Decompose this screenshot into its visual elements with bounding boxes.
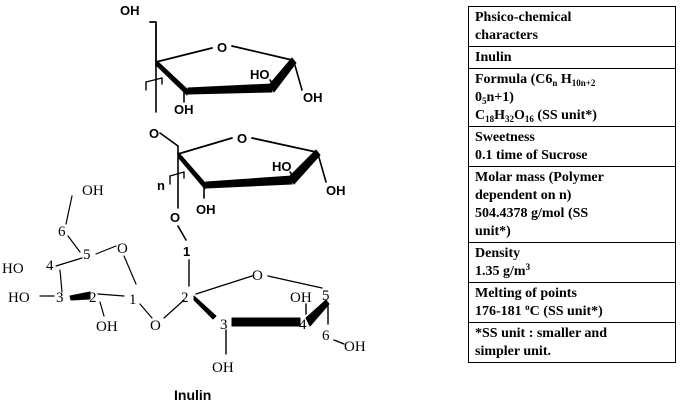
ss-h-sub: 32 bbox=[505, 114, 515, 124]
table-row: Molar mass (Polymer dependent on n) 504.… bbox=[468, 166, 676, 243]
pyranose-c4-label: 4 bbox=[46, 258, 54, 274]
formula-sub-n: n bbox=[552, 78, 558, 88]
formula-line-2: 05n+1) bbox=[475, 89, 670, 107]
table-row: Density 1.35 g/m3 bbox=[468, 242, 676, 283]
table-row: Sweetness 0.1 time of Sucrose bbox=[468, 126, 676, 167]
linker-oxygen-label: O bbox=[149, 126, 159, 141]
density-value-line: 1.35 g/m3 bbox=[475, 263, 670, 281]
fructose-furanose-ring: 2 O 5 3 4 OH OH 6 OH bbox=[181, 268, 366, 376]
compound-name: Inulin bbox=[475, 50, 512, 65]
inulin-structure-diagram: OH O HO OH OH O O HO OH OH n O 1 bbox=[2, 3, 366, 403]
table-row: Formula (C6n H10n+2 05n+1) C18H32O16 (SS… bbox=[468, 68, 676, 127]
pyranose-c6-label: 6 bbox=[58, 224, 66, 240]
molar-mass-line: Molar mass (Polymer bbox=[475, 170, 604, 185]
footnote-line: *SS unit : smaller and bbox=[475, 326, 607, 341]
o-link-label: O bbox=[170, 210, 180, 225]
furanose-c4-label: 4 bbox=[299, 317, 307, 333]
formula-ss-line: C18H32O16 (SS unit*) bbox=[475, 107, 670, 125]
pyranose-c3-label: 3 bbox=[56, 290, 64, 306]
furanose-c5-label: 5 bbox=[322, 288, 330, 304]
table-cell-molar-mass: Molar mass (Polymer dependent on n) 504.… bbox=[468, 166, 676, 243]
pyranose-ho-c4-label: HO bbox=[2, 261, 24, 277]
middle-ring-oxygen-label: O bbox=[237, 131, 247, 146]
middle-ring-ho-label: HO bbox=[272, 159, 292, 174]
density-value: 1.35 g/m bbox=[475, 264, 526, 279]
repeat-unit-n-label: n bbox=[157, 178, 165, 193]
top-furanose-ring: OH O HO OH OH bbox=[120, 3, 323, 117]
furanose-oh-c4-label: OH bbox=[290, 290, 312, 306]
formula-sub-h: 10n+2 bbox=[571, 78, 596, 88]
melting-unit: C (SS unit*) bbox=[529, 304, 603, 319]
physico-chemical-table: Phsico-chemical characters Inulin Formul… bbox=[468, 6, 676, 363]
pyranose-oh-top-label: OH bbox=[82, 183, 104, 199]
melting-value-line: 176-181 oC (SS unit*) bbox=[475, 303, 670, 321]
pyranose-c5-label: 5 bbox=[83, 247, 91, 263]
footnote-line: simpler unit. bbox=[475, 344, 551, 359]
formula-prefix: Formula (C6 bbox=[475, 72, 553, 87]
molar-mass-line: unit*) bbox=[475, 224, 511, 239]
ss-h: H bbox=[494, 108, 506, 123]
furanose-c2-label: 2 bbox=[181, 290, 189, 306]
table-cell-melting: Melting of points 176-181 oC (SS unit*) bbox=[468, 282, 676, 323]
pyranose-ho-c3-label: HO bbox=[8, 290, 30, 306]
sweetness-value: 0.1 time of Sucrose bbox=[475, 148, 588, 163]
table-cell-footnote: *SS unit : smaller and simpler unit. bbox=[468, 322, 676, 363]
ss-c: C bbox=[475, 108, 486, 123]
density-sup: 3 bbox=[525, 262, 531, 272]
ss-o: O bbox=[514, 108, 525, 123]
top-ring-oh-end-label: OH bbox=[303, 90, 323, 105]
top-ring-oh-label: OH bbox=[120, 3, 140, 18]
molar-mass-line: dependent on n) bbox=[475, 188, 572, 203]
density-label: Density bbox=[475, 246, 521, 261]
pyranose-c2-label: 2 bbox=[89, 290, 97, 306]
degree-sup: o bbox=[525, 302, 530, 312]
pyranose-oxygen-label: O bbox=[117, 241, 128, 257]
top-ring-ho-label: HO bbox=[250, 67, 270, 82]
sweetness-label: Sweetness bbox=[475, 130, 535, 145]
header-line: characters bbox=[475, 28, 538, 43]
ss-tail: (SS unit*) bbox=[533, 108, 597, 123]
formula-o: 0 bbox=[475, 90, 482, 105]
table-cell-formula: Formula (C6n H10n+2 05n+1) C18H32O16 (SS… bbox=[468, 68, 676, 127]
furanose-c3-label: 3 bbox=[220, 317, 228, 333]
formula-h: H bbox=[557, 72, 572, 87]
table-row: Phsico-chemical characters bbox=[468, 6, 676, 47]
top-ring-oh-bottom-label: OH bbox=[174, 102, 194, 117]
table-row: *SS unit : smaller and simpler unit. bbox=[468, 322, 676, 363]
furanose-oh-c6-label: OH bbox=[344, 339, 366, 355]
melting-value: 176-181 bbox=[475, 304, 526, 319]
ss-c-sub: 18 bbox=[485, 114, 495, 124]
table-cell-header: Phsico-chemical characters bbox=[468, 6, 676, 47]
bond-number-label: 1 bbox=[183, 244, 190, 259]
middle-ring-oh-end-label: OH bbox=[326, 183, 346, 198]
formula-sub-o: 5 bbox=[482, 96, 487, 106]
pyranose-oh-c2-label: OH bbox=[96, 319, 118, 335]
pyranose-c1-label: 1 bbox=[129, 292, 137, 308]
table-cell-sweetness: Sweetness 0.1 time of Sucrose bbox=[468, 126, 676, 167]
ss-o-sub: 16 bbox=[524, 114, 534, 124]
top-ring-oxygen-label: O bbox=[217, 40, 227, 55]
table-row: Inulin bbox=[468, 46, 676, 69]
header-line: Phsico-chemical bbox=[475, 10, 572, 25]
pyranose-glycosidic-oxygen-label: O bbox=[150, 318, 161, 334]
formula-tail: n+1) bbox=[486, 90, 514, 105]
o-link-bond bbox=[177, 225, 187, 241]
melting-label: Melting of points bbox=[475, 286, 577, 301]
furanose-oxygen-label: O bbox=[252, 268, 263, 284]
table-row: Melting of points 176-181 oC (SS unit*) bbox=[468, 282, 676, 323]
glucose-pyranose-ring: OH 6 5 O HO 4 HO 3 2 OH 1 O bbox=[2, 183, 185, 335]
diagram-caption: Inulin bbox=[174, 387, 211, 403]
furanose-oh-c3-label: OH bbox=[212, 360, 234, 376]
middle-ring-oh-bottom-label: OH bbox=[196, 202, 216, 217]
furanose-c6-label: 6 bbox=[322, 328, 330, 344]
middle-furanose-ring: O HO OH OH n bbox=[157, 131, 346, 217]
molar-mass-line: 504.4378 g/mol (SS bbox=[475, 206, 589, 221]
formula-line-1: Formula (C6n H10n+2 bbox=[475, 71, 670, 89]
table-cell-density: Density 1.35 g/m3 bbox=[468, 242, 676, 283]
table-cell-name: Inulin bbox=[468, 46, 676, 69]
